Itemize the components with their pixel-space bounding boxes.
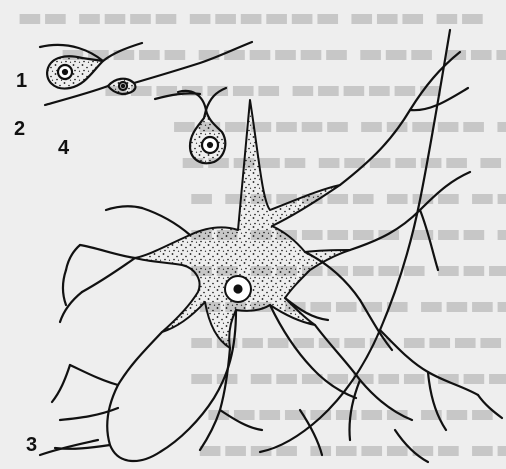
label-cell-4: 4 — [58, 137, 69, 160]
neuroblast-cell-4 — [178, 88, 226, 163]
label-cell-1: 1 — [16, 70, 27, 93]
label-cell-2: 2 — [14, 118, 25, 141]
neuron-cell-3 — [40, 30, 502, 462]
label-cell-3: 3 — [26, 434, 37, 457]
